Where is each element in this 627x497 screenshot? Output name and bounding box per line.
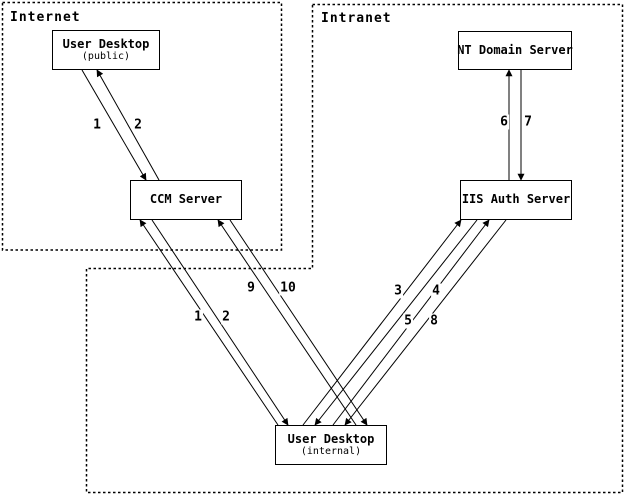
node-title: NT Domain Server xyxy=(457,42,573,57)
edge-line-8 xyxy=(344,219,507,426)
edge-line-1-public xyxy=(81,69,147,181)
flow-label-1-internal: 1 xyxy=(193,309,203,325)
node-nt-domain-server: NT Domain Server xyxy=(457,31,573,70)
internet-zone-border xyxy=(1,1,283,251)
flow-label-1-public: 1 xyxy=(92,117,102,133)
node-subtitle: (public) xyxy=(81,51,131,63)
edge-line-4 xyxy=(314,219,478,426)
flow-label-10: 10 xyxy=(279,280,297,296)
flow-label-4: 4 xyxy=(431,283,441,299)
edge-line-10 xyxy=(229,219,368,426)
node-subtitle: (internal) xyxy=(300,446,362,458)
flow-label-6: 6 xyxy=(499,114,509,130)
edge-line-3 xyxy=(302,219,462,426)
node-user-desktop-public: User Desktop (public) xyxy=(52,30,160,70)
node-user-desktop-internal: User Desktop (internal) xyxy=(275,425,387,465)
edge-line-1-internal xyxy=(139,219,279,426)
flow-label-5: 5 xyxy=(403,313,413,329)
flow-label-9: 9 xyxy=(246,280,256,296)
node-ccm-server: CCM Server xyxy=(130,180,242,220)
flow-label-2-internal: 2 xyxy=(221,309,231,325)
flow-label-3: 3 xyxy=(393,283,403,299)
node-title: IIS Auth Server xyxy=(461,192,571,207)
intranet-zone-label: Intranet xyxy=(321,11,392,26)
edge-line-2-internal xyxy=(151,219,289,426)
flow-label-8: 8 xyxy=(429,313,439,329)
node-iis-auth-server: IIS Auth Server xyxy=(460,180,572,220)
node-title: CCM Server xyxy=(149,192,223,207)
internet-zone-label: Internet xyxy=(10,10,81,25)
intranet-zone-border xyxy=(85,3,624,494)
flow-label-7: 7 xyxy=(523,114,533,130)
edge-line-9 xyxy=(217,219,357,426)
node-title: User Desktop xyxy=(287,431,375,446)
edge-line-2-public xyxy=(96,69,160,181)
node-title: User Desktop xyxy=(62,36,150,51)
flow-label-2-public: 2 xyxy=(133,117,143,133)
